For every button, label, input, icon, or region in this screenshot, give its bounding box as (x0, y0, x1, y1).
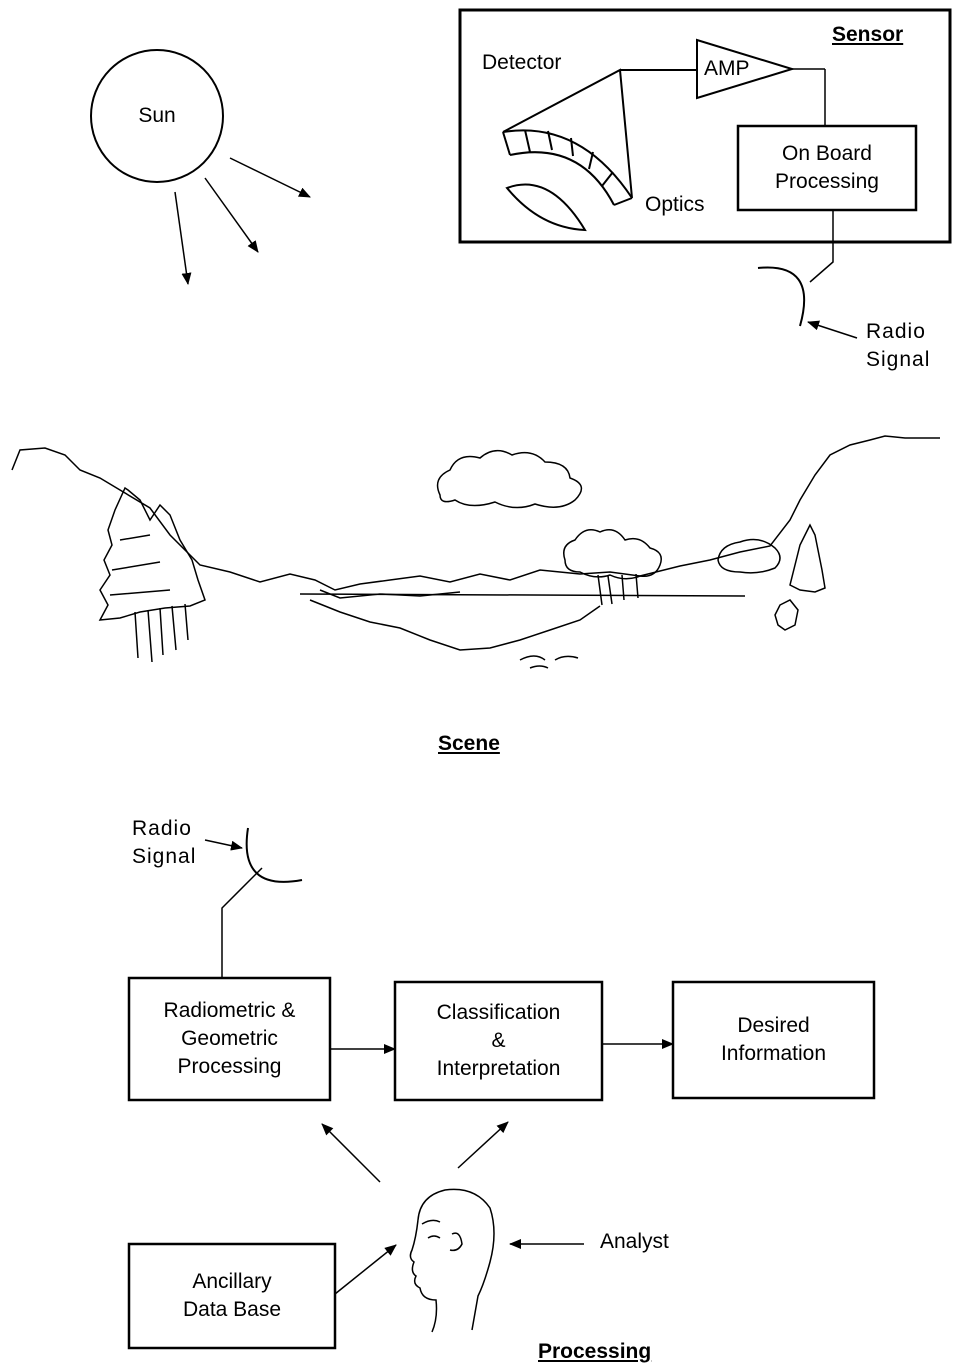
processing-title: Processing (538, 1340, 652, 1363)
classification-box (393, 980, 604, 1102)
terrain (11, 435, 940, 669)
scene-title: Scene (438, 732, 500, 755)
analyst-label: Analyst (600, 1230, 669, 1253)
sensor-frame (458, 8, 952, 244)
sensor-radio-arrow (807, 320, 858, 339)
analyst-head (409, 1188, 495, 1333)
sensor-radio-signal-label: Radio Signal (866, 320, 931, 371)
radiometric-label: Radiometric & Geometric Processing (163, 999, 296, 1078)
ancillary-label: Ancillary Data Base (182, 1270, 282, 1321)
on-board-processing-label: On Board Processing (775, 142, 879, 193)
on-board-processing-box (736, 124, 918, 212)
sensor-wiring (792, 68, 834, 283)
cloud (436, 449, 583, 509)
desired-information-label: Desired Information (720, 1014, 827, 1065)
ground-antenna-dish (245, 827, 303, 883)
detector-label: Detector (482, 51, 562, 74)
sensor-title: Sensor (832, 23, 904, 46)
sun (90, 49, 224, 183)
ground-radio-signal-label: Radio Signal (132, 817, 197, 868)
amp-label: AMP (704, 57, 750, 80)
trees-right (717, 523, 826, 631)
trees-left (98, 486, 206, 663)
sun-rays (174, 157, 311, 285)
trees-center (563, 529, 662, 606)
ground-radio-arrow (204, 839, 243, 851)
optics-label: Optics (645, 193, 705, 216)
radiometric-box (127, 976, 332, 1102)
sensor-antenna-dish (757, 266, 806, 327)
classification-label: Classification & Interpretation (436, 1001, 561, 1080)
ground-antenna-mast (221, 867, 263, 978)
detector-optics (502, 68, 697, 232)
sun-label: Sun (138, 104, 176, 127)
flow-arrows (321, 1039, 674, 1295)
ancillary-box (127, 1242, 337, 1350)
